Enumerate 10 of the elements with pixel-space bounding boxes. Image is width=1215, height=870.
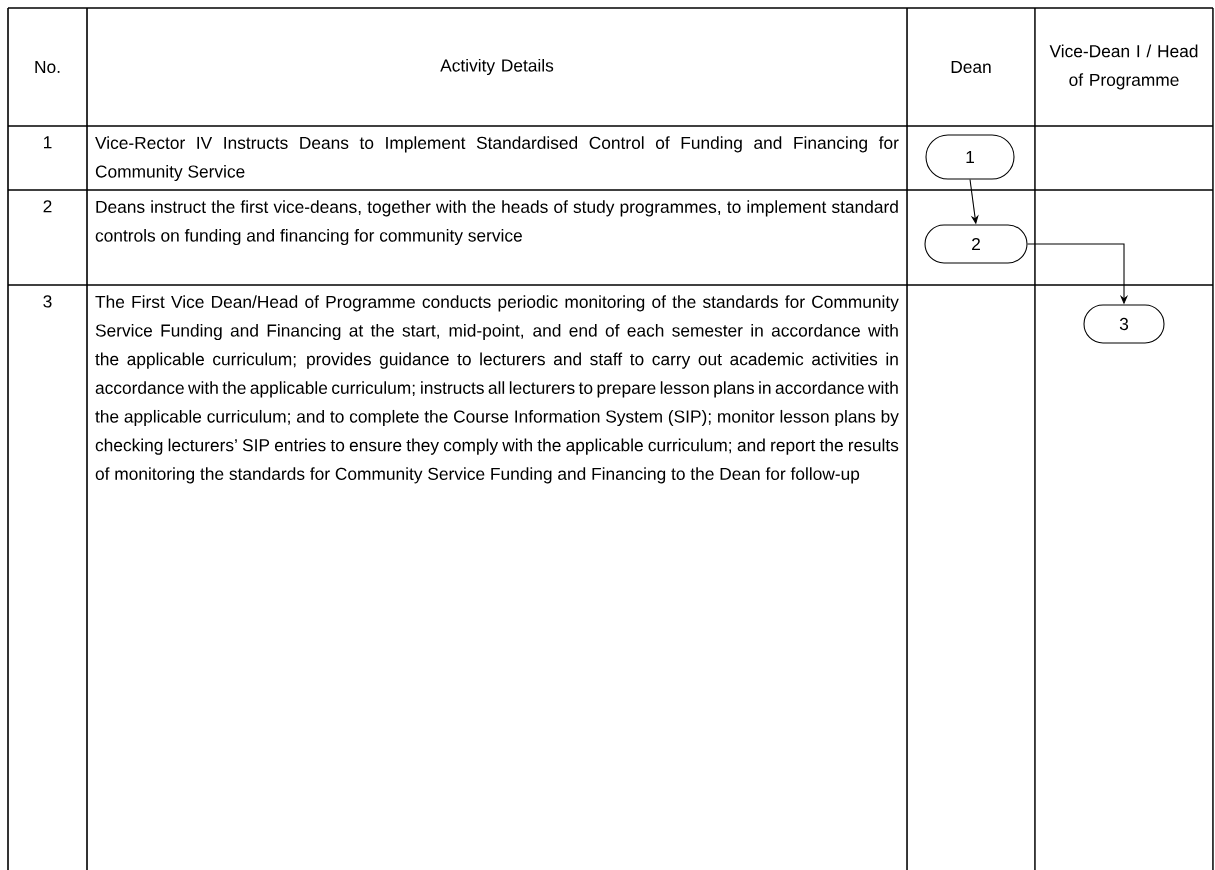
row-number: 3 <box>43 295 52 308</box>
column-header: Activity Details <box>440 58 554 76</box>
activity-text: Deans instruct the first vice-deans, together with the heads of study programmes, to implement standard controls on funding and financing for community service <box>95 200 898 246</box>
column-header: Dean <box>951 60 991 74</box>
activity-text: Vice-Rector IV Instructs Deans to Implement Standardised Control of Funding and Financing for Community Service <box>95 136 899 182</box>
row-number: 2 <box>43 200 52 213</box>
column-header: No. <box>35 60 60 74</box>
activity-text: The First Vice Dean/Head of Programme conducts periodic monitoring of the standards for Community Service Funding and Financing at the start, mid-point, and end of each semester in accordance with the applicable curriculum; provides guidance to lecturers and staff to carry out academic activities in accordance with the applicable curriculum; instructs all lecturers to prepare lesson plans in accordance with the applicable curriculum; and to complete the Course Information System (SIP); monitor lesson plans by checking lecturers’ SIP entries to ensure they comply with the applicable curriculum; and report the results of monitoring the standards for Community Service Funding and Financing to the Dean for follow-up <box>95 295 899 484</box>
row-number: 1 <box>44 136 52 149</box>
column-header: Vice-Dean I / Head of Programme <box>1049 44 1198 90</box>
